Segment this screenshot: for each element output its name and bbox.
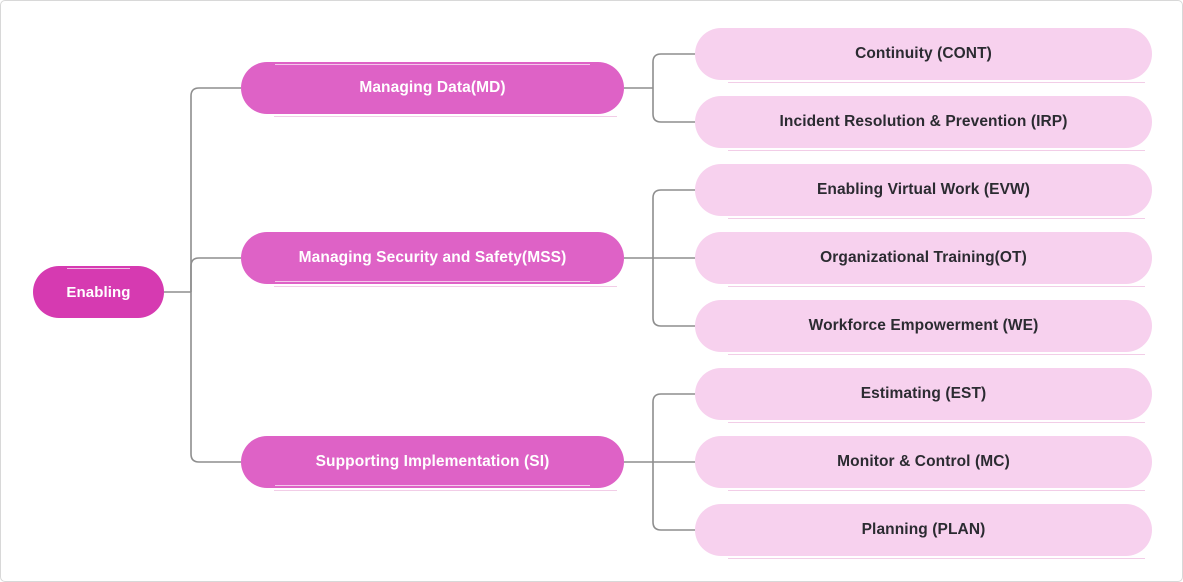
connector-mss-we: [652, 258, 695, 327]
connector-md-cont: [652, 53, 695, 88]
leaf-node-mc[interactable]: Monitor & Control (MC): [695, 436, 1152, 491]
connector-md-irp: [652, 88, 695, 123]
leaf-node-irp[interactable]: Incident Resolution & Prevention (IRP): [695, 96, 1152, 151]
branch-node-si[interactable]: Supporting Implementation (SI): [241, 436, 624, 491]
leaf-node-plan[interactable]: Planning (PLAN): [695, 504, 1152, 559]
connector-root-mss: [190, 257, 241, 292]
leaf-node-evw[interactable]: Enabling Virtual Work (EVW): [695, 164, 1152, 219]
leaf-node-cont[interactable]: Continuity (CONT): [695, 28, 1152, 83]
root-node-enabling[interactable]: Enabling: [33, 266, 164, 318]
leaf-node-ot[interactable]: Organizational Training(OT): [695, 232, 1152, 287]
branch-node-md[interactable]: Managing Data(MD): [241, 62, 624, 117]
branch-node-mss[interactable]: Managing Security and Safety(MSS): [241, 232, 624, 287]
connector-si-est: [652, 393, 695, 462]
connector-root-si: [190, 292, 241, 463]
leaf-node-we[interactable]: Workforce Empowerment (WE): [695, 300, 1152, 355]
connector-root-md: [190, 87, 241, 292]
connector-si-plan: [652, 462, 695, 531]
connector-mss-evw: [652, 189, 695, 258]
leaf-node-est[interactable]: Estimating (EST): [695, 368, 1152, 423]
